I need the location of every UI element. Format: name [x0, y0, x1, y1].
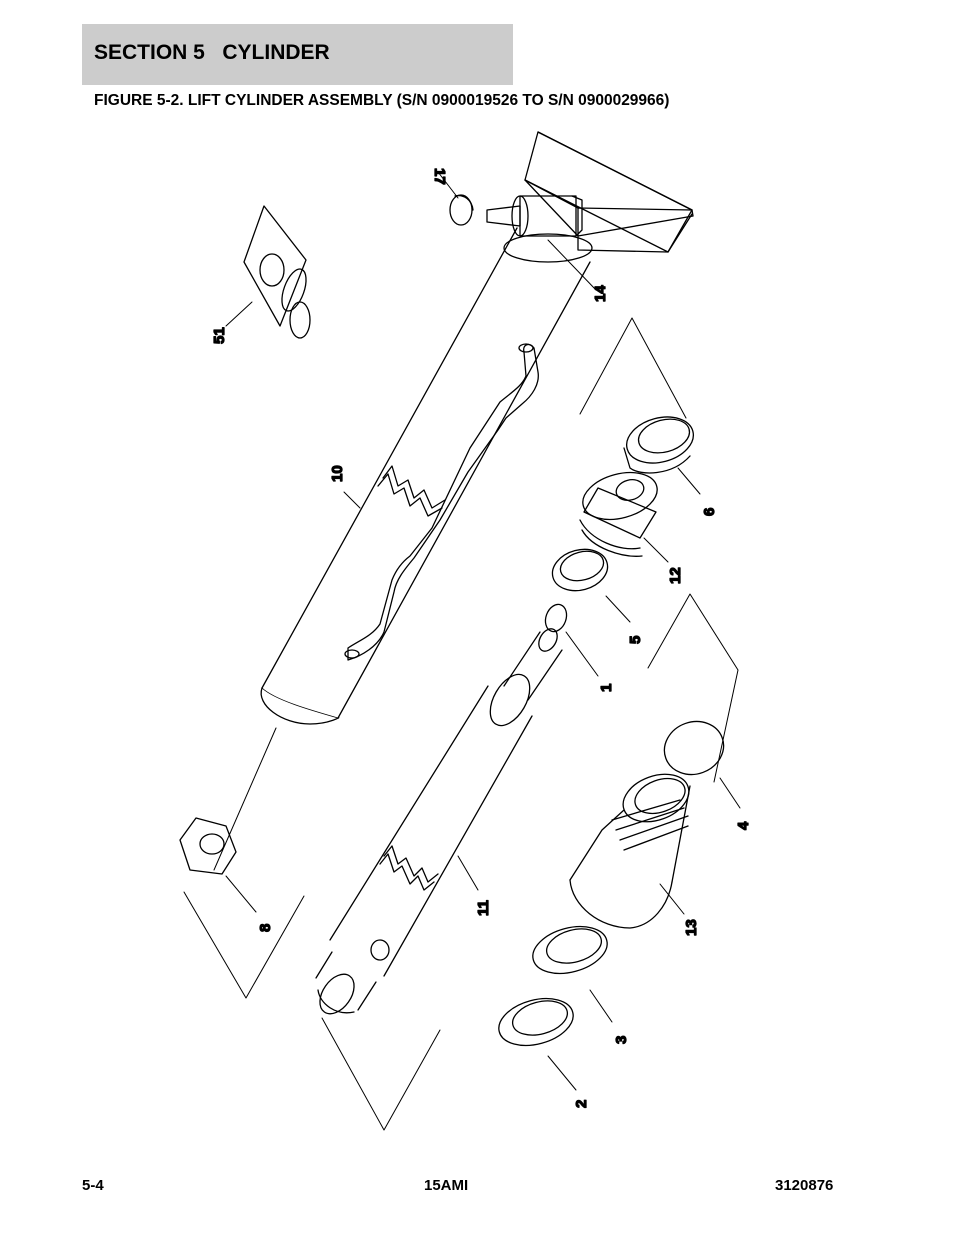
callout-11: 11 — [475, 900, 492, 916]
callout-10: 10 — [329, 465, 346, 482]
callout-1: 1 — [598, 684, 615, 692]
callout-5: 5 — [627, 636, 644, 644]
piston-seal — [623, 416, 694, 474]
lock-nut — [179, 817, 237, 875]
callout-6: 6 — [701, 508, 718, 516]
callout-13: 13 — [683, 919, 700, 936]
section-title: SECTION 5 CYLINDER — [94, 41, 330, 64]
callout-4: 4 — [735, 821, 752, 830]
callout-8: 8 — [257, 924, 274, 932]
seal-kit — [243, 205, 311, 339]
callout-12: 12 — [667, 567, 684, 584]
valve-block — [486, 131, 694, 263]
cylinder-rod — [315, 628, 563, 1015]
page-number: 5-4 — [82, 1177, 104, 1194]
callout-3: 3 — [613, 1036, 630, 1044]
o-ring — [663, 720, 725, 776]
valve-cap — [449, 194, 474, 226]
rod-seal — [532, 925, 608, 975]
section-header-band: SECTION 5 CYLINDER — [82, 24, 513, 85]
snap-ring — [544, 603, 568, 633]
figure-title: FIGURE 5-2. LIFT CYLINDER ASSEMBLY (S/N … — [94, 92, 670, 109]
piston — [579, 471, 658, 557]
callout-leaders — [225, 171, 741, 1091]
wear-ring — [551, 548, 609, 592]
callout-2: 2 — [573, 1100, 590, 1108]
assembly-leader-lines — [183, 317, 739, 1131]
cylinder-head — [569, 773, 691, 929]
cylinder-barrel — [260, 227, 591, 725]
model-name: 15AMI — [424, 1177, 469, 1194]
wiper-seal — [498, 997, 574, 1047]
callout-14: 14 — [592, 285, 609, 302]
manual-number: 3120876 — [775, 1177, 834, 1194]
callout-51: 51 — [211, 327, 228, 344]
callout-17: 17 — [431, 168, 448, 185]
